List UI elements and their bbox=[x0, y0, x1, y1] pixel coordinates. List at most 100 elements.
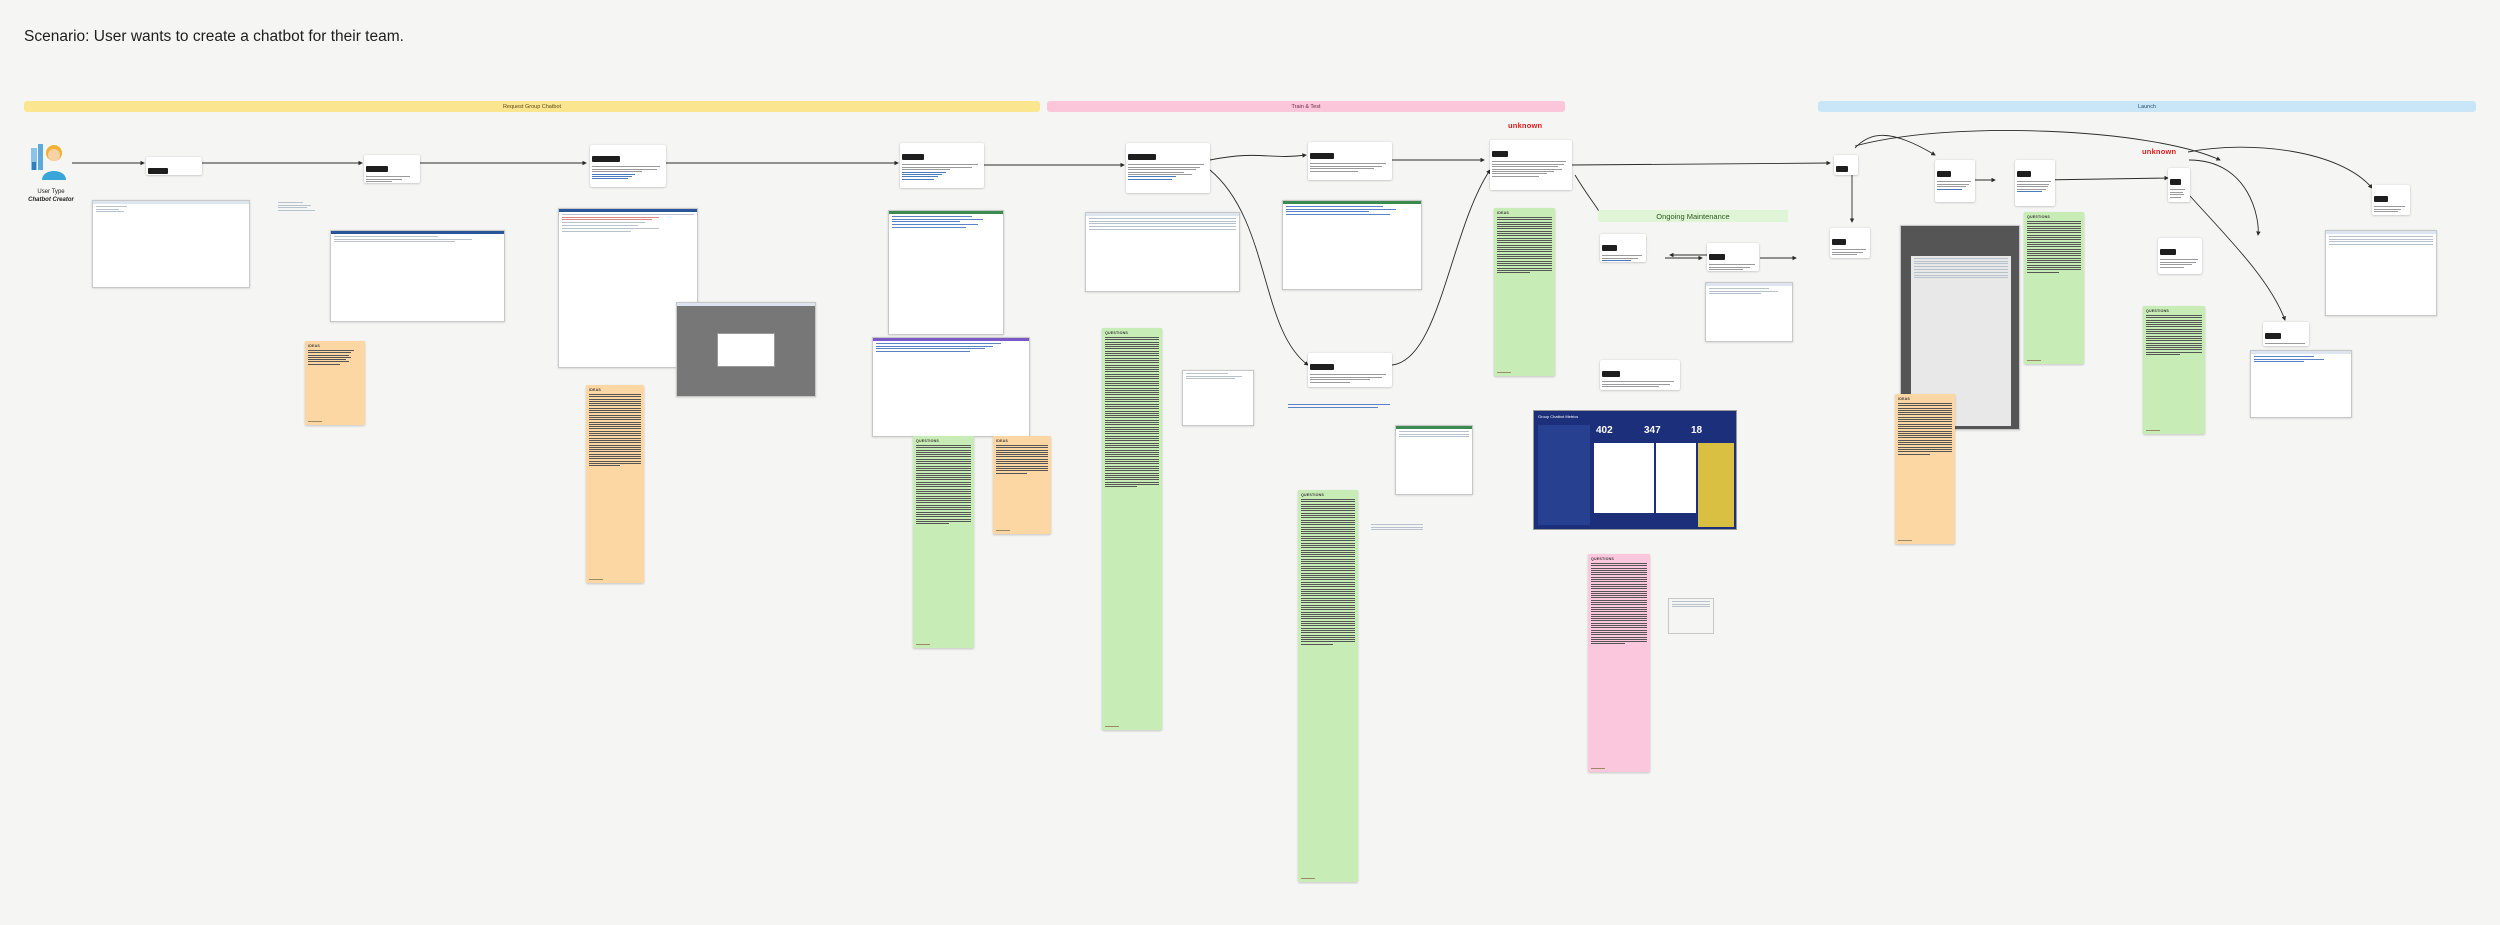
step-card[interactable] bbox=[1490, 140, 1572, 190]
step-header bbox=[366, 166, 388, 172]
person-with-chart-icon bbox=[31, 144, 66, 180]
screenshot-thumbnail[interactable] bbox=[1182, 370, 1254, 426]
step-card[interactable] bbox=[2168, 168, 2190, 202]
step-header bbox=[1937, 171, 1951, 177]
step-card[interactable] bbox=[1600, 234, 1646, 262]
sticky-label: QUESTIONS bbox=[1105, 331, 1128, 335]
ideas-sticky[interactable]: IDEAS bbox=[1895, 394, 1955, 544]
step-card[interactable] bbox=[2263, 322, 2309, 346]
ongoing-maintenance-label: Ongoing Maintenance bbox=[1656, 211, 1730, 221]
screenshot-thumbnail[interactable] bbox=[1285, 402, 1413, 420]
sticky-label: IDEAS bbox=[1898, 397, 1910, 401]
metric-value: 347 bbox=[1644, 425, 1661, 436]
step-card[interactable] bbox=[1707, 243, 1759, 271]
user-type-label: User Type bbox=[37, 189, 65, 195]
questions-sticky[interactable]: QUESTIONS bbox=[2143, 306, 2205, 434]
step-header bbox=[1832, 239, 1846, 245]
step-header bbox=[1310, 153, 1334, 159]
screenshot-thumbnail[interactable] bbox=[676, 302, 816, 397]
step-card[interactable] bbox=[1935, 160, 1975, 202]
arrow bbox=[1209, 153, 1307, 161]
step-header bbox=[2170, 179, 2181, 185]
unknown-label: unknown bbox=[1508, 121, 1543, 130]
ideas-sticky[interactable]: IDEAS bbox=[586, 385, 644, 583]
step-header bbox=[1492, 151, 1508, 157]
screenshot-thumbnail[interactable] bbox=[92, 200, 250, 288]
step-header bbox=[1602, 245, 1617, 251]
screenshot-thumbnail[interactable] bbox=[1282, 200, 1422, 290]
ongoing-maintenance-bar[interactable]: Ongoing Maintenance bbox=[1598, 210, 1788, 222]
questions-sticky-pink[interactable]: QUESTIONS bbox=[1588, 554, 1650, 772]
step-card[interactable] bbox=[364, 155, 420, 183]
step-header bbox=[2017, 171, 2031, 177]
questions-sticky[interactable]: IDEAS bbox=[1494, 208, 1555, 376]
user-type-value: Chatbot Creator bbox=[28, 196, 74, 203]
step-card[interactable] bbox=[1600, 360, 1680, 390]
sticky-label: IDEAS bbox=[996, 439, 1008, 443]
sticky-label: QUESTIONS bbox=[2027, 215, 2050, 219]
step-card[interactable] bbox=[1308, 142, 1392, 180]
screenshot-thumbnail[interactable] bbox=[275, 200, 357, 288]
phase-launch[interactable]: Launch bbox=[1818, 101, 2476, 112]
step-card[interactable] bbox=[590, 145, 666, 187]
arrow bbox=[2039, 175, 2169, 181]
sticky-label: QUESTIONS bbox=[1591, 557, 1614, 561]
step-card[interactable] bbox=[146, 157, 202, 175]
group-chatbot-metrics-dashboard[interactable]: Group Chatbot Metrics 402 347 18 bbox=[1533, 410, 1737, 530]
questions-sticky[interactable]: QUESTIONS bbox=[1102, 328, 1162, 730]
modal-dialog[interactable] bbox=[717, 333, 775, 367]
screenshot-thumbnail[interactable] bbox=[1705, 282, 1793, 342]
arrow bbox=[1209, 169, 1309, 366]
step-card[interactable] bbox=[1830, 228, 1870, 258]
metrics-table[interactable] bbox=[1656, 443, 1696, 513]
metric-value: 18 bbox=[1691, 425, 1703, 436]
step-header bbox=[1310, 364, 1334, 370]
screenshot-thumbnail[interactable] bbox=[2325, 230, 2437, 316]
step-card[interactable] bbox=[1126, 143, 1210, 193]
ideas-sticky[interactable]: IDEAS bbox=[993, 436, 1051, 534]
arrow bbox=[1854, 134, 1936, 156]
step-header bbox=[1602, 371, 1620, 377]
sticky-label: IDEAS bbox=[1497, 211, 1509, 215]
dashboard-title: Group Chatbot Metrics bbox=[1538, 414, 1579, 419]
step-header bbox=[902, 154, 924, 160]
step-card[interactable] bbox=[2015, 160, 2055, 206]
metrics-table[interactable] bbox=[1594, 443, 1654, 513]
screenshot-thumbnail[interactable] bbox=[888, 210, 1004, 335]
screenshot-thumbnail[interactable] bbox=[1085, 212, 1240, 292]
questions-sticky[interactable]: QUESTIONS bbox=[1298, 490, 1358, 882]
screenshot-thumbnail[interactable] bbox=[330, 230, 505, 322]
screenshot-thumbnail[interactable] bbox=[1900, 225, 2020, 430]
step-header bbox=[1709, 254, 1725, 260]
step-header bbox=[2374, 196, 2388, 202]
sticky-label: QUESTIONS bbox=[1301, 493, 1324, 497]
step-header bbox=[148, 168, 168, 174]
sticky-label: QUESTIONS bbox=[2146, 309, 2169, 313]
metrics-panel[interactable] bbox=[1698, 443, 1734, 527]
screenshot-thumbnail[interactable] bbox=[1395, 425, 1473, 495]
phase-train-and-test[interactable]: Train & Test bbox=[1047, 101, 1565, 112]
ideas-sticky[interactable]: IDEAS bbox=[305, 341, 365, 425]
step-card[interactable] bbox=[1834, 155, 1858, 175]
step-header bbox=[2160, 249, 2176, 255]
phase-label: Request Group Chatbot bbox=[502, 103, 562, 110]
arrow bbox=[2189, 195, 2286, 321]
phase-request-group-chatbot[interactable]: Request Group Chatbot bbox=[24, 101, 1040, 112]
step-card[interactable] bbox=[2372, 185, 2410, 215]
metrics-sidebar[interactable] bbox=[1538, 425, 1590, 525]
screenshot-thumbnail[interactable] bbox=[558, 208, 698, 368]
questions-sticky[interactable]: QUESTIONS bbox=[2024, 212, 2084, 364]
screenshot-thumbnail[interactable] bbox=[2250, 350, 2352, 418]
screenshot-thumbnail[interactable] bbox=[1668, 598, 1714, 634]
step-header bbox=[592, 156, 620, 162]
dialog-panel[interactable] bbox=[1911, 256, 2011, 426]
step-header bbox=[1128, 154, 1156, 160]
screenshot-thumbnail[interactable] bbox=[872, 337, 1030, 437]
questions-sticky[interactable]: QUESTIONS bbox=[913, 436, 974, 648]
screenshot-thumbnail[interactable] bbox=[1368, 522, 1426, 552]
step-header bbox=[1836, 166, 1848, 172]
step-card[interactable] bbox=[900, 143, 984, 188]
step-card[interactable] bbox=[2158, 238, 2202, 274]
step-card[interactable] bbox=[1308, 353, 1392, 387]
